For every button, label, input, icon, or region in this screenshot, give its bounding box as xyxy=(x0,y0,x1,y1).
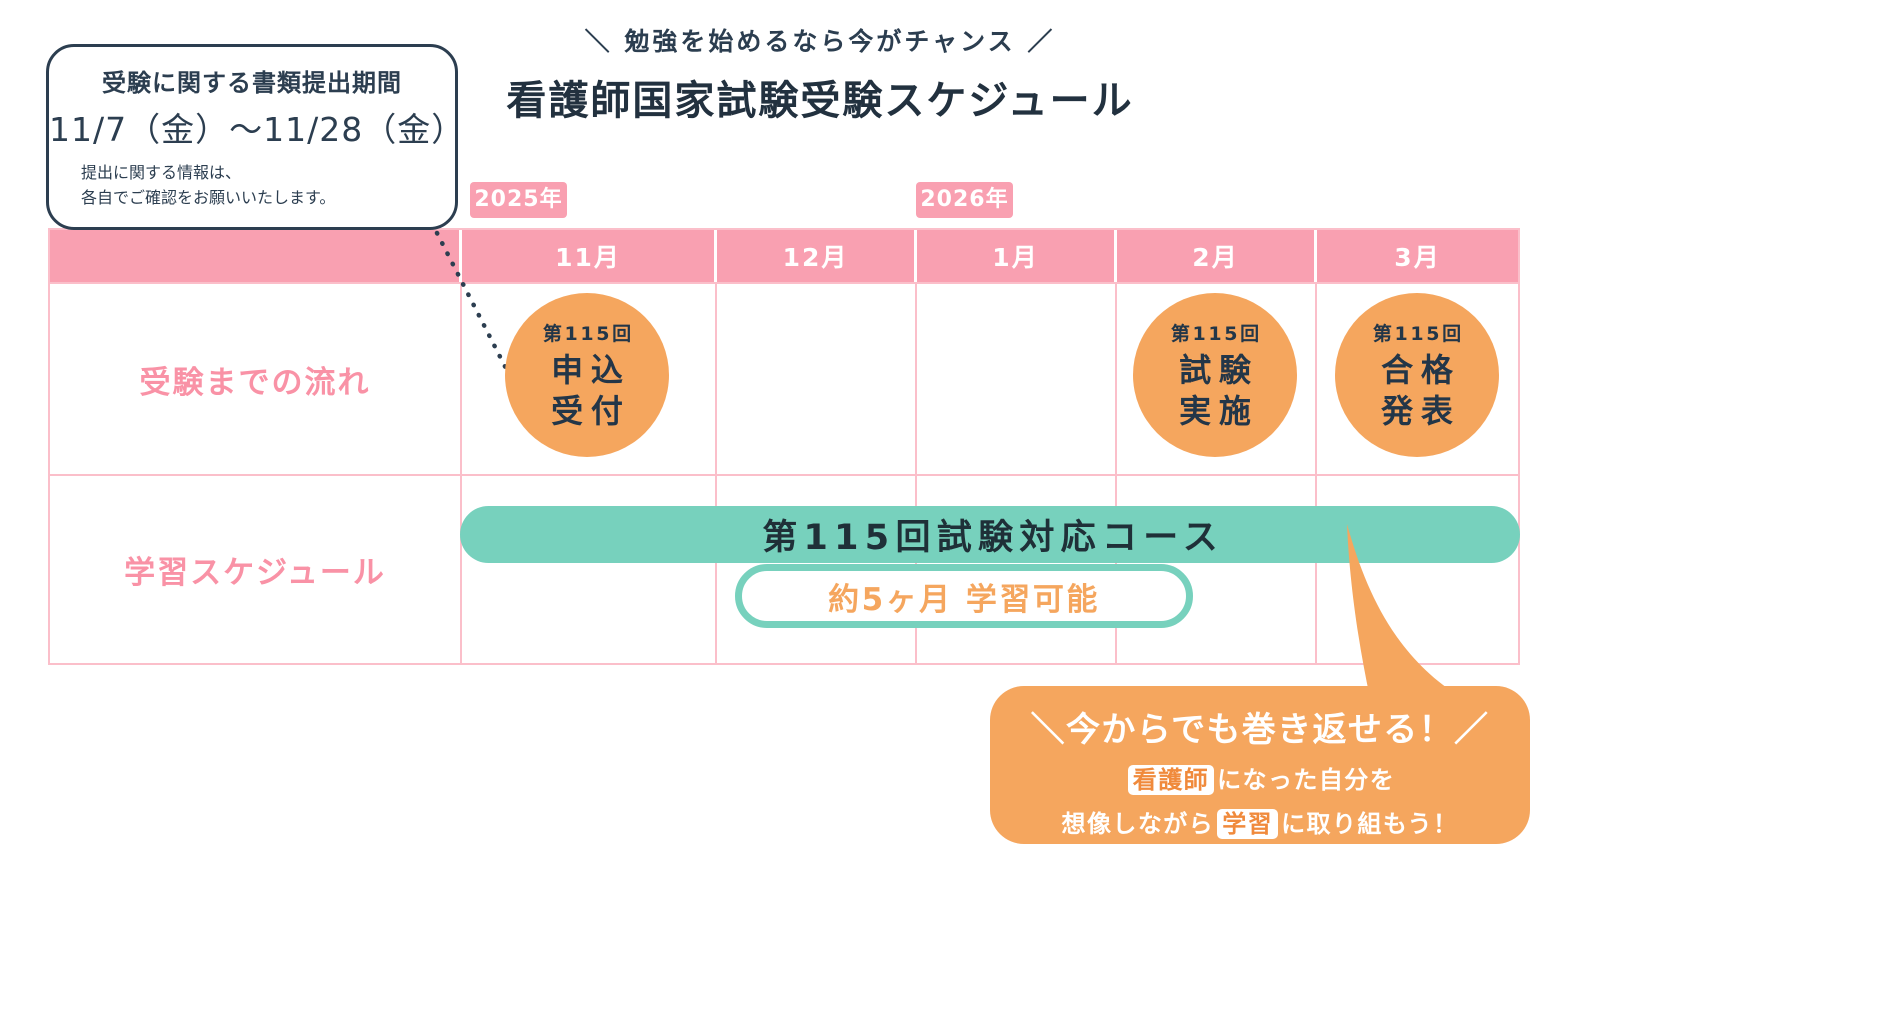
study-period-label: 約5ヶ月 学習可能 xyxy=(828,581,1100,618)
event-circle-apply: 第115回 申込 受付 xyxy=(505,293,669,457)
promo-line-2-rest: になった自分を xyxy=(1217,766,1396,794)
event-round-label: 第115回 xyxy=(1170,322,1262,345)
table-cell xyxy=(1317,474,1518,663)
callout-note-line2: 各自でご確認をお願いいたします。 xyxy=(81,187,336,207)
event-label-line2: 発表 xyxy=(1381,391,1461,430)
month-header-2: 2月 xyxy=(1117,230,1317,282)
promo-line-3-pre: 想像しながら xyxy=(1061,810,1215,838)
year-badge-2026: 2026年 xyxy=(916,182,1013,218)
event-round-label: 第115回 xyxy=(1372,322,1464,345)
month-header-12: 12月 xyxy=(717,230,917,282)
page-title: 看護師国家試験受験スケジュール xyxy=(506,78,1134,124)
event-label-line2: 受付 xyxy=(551,391,631,430)
row-label-cell-study-schedule: 学習スケジュール xyxy=(50,474,462,663)
table-corner-cell xyxy=(50,230,462,282)
event-round-label: 第115回 xyxy=(542,322,634,345)
table-cell xyxy=(717,282,917,474)
callout-note-line1: 提出に関する情報は、 xyxy=(81,163,242,182)
event-circle-exam: 第115回 試験 実施 xyxy=(1133,293,1297,457)
event-label-line1: 合格 xyxy=(1381,350,1461,389)
promo-line-3: 想像しながら学習に取り組もう！ xyxy=(990,804,1530,839)
row-label-exam-flow: 受験までの流れ xyxy=(139,364,371,401)
header-block: ＼ 勉強を始めるなら今がチャンス ／ 看護師国家試験受験スケジュール xyxy=(450,22,1190,126)
course-bar-label: 第115回試験対応コース xyxy=(762,518,1225,558)
promo-line-3-post: に取り組もう！ xyxy=(1281,810,1459,838)
row-label-study-schedule: 学習スケジュール xyxy=(124,555,386,591)
month-header-1: 1月 xyxy=(917,230,1117,282)
callout-box: 受験に関する書類提出期間 11/7（金）〜11/28（金） 提出に関する情報は、… xyxy=(46,44,466,230)
callout-title: 受験に関する書類提出期間 xyxy=(102,69,402,97)
highlight-nurse: 看護師 xyxy=(1127,765,1215,795)
event-label-line2: 実施 xyxy=(1179,391,1259,430)
tagline: ＼ 勉強を始めるなら今がチャンス ／ xyxy=(584,27,1056,56)
callout-period: 11/7（金）〜11/28（金） xyxy=(49,110,466,149)
promo-headline: ＼今からでも巻き返せる！／ xyxy=(1030,710,1490,750)
table-cell xyxy=(917,282,1117,474)
month-header-3: 3月 xyxy=(1317,230,1518,282)
highlight-study: 学習 xyxy=(1217,809,1279,839)
callout-note: 提出に関する情報は、 各自でご確認をお願いいたします。 xyxy=(49,161,455,211)
event-circle-results: 第115回 合格 発表 xyxy=(1335,293,1499,457)
event-label-line1: 申込 xyxy=(551,350,631,389)
month-header-11: 11月 xyxy=(462,230,717,282)
row-label-cell-exam-flow: 受験までの流れ xyxy=(50,282,462,474)
table-cell xyxy=(462,474,717,663)
year-badge-2025: 2025年 xyxy=(470,182,567,218)
event-label-line1: 試験 xyxy=(1179,350,1259,389)
study-period-pill: 約5ヶ月 学習可能 xyxy=(735,564,1193,628)
promo-line-2: 看護師になった自分を xyxy=(990,760,1530,795)
promo-bubble: ＼今からでも巻き返せる！／ 看護師になった自分を 想像しながら学習に取り組もう！ xyxy=(990,686,1530,844)
course-bar: 第115回試験対応コース xyxy=(460,506,1520,563)
